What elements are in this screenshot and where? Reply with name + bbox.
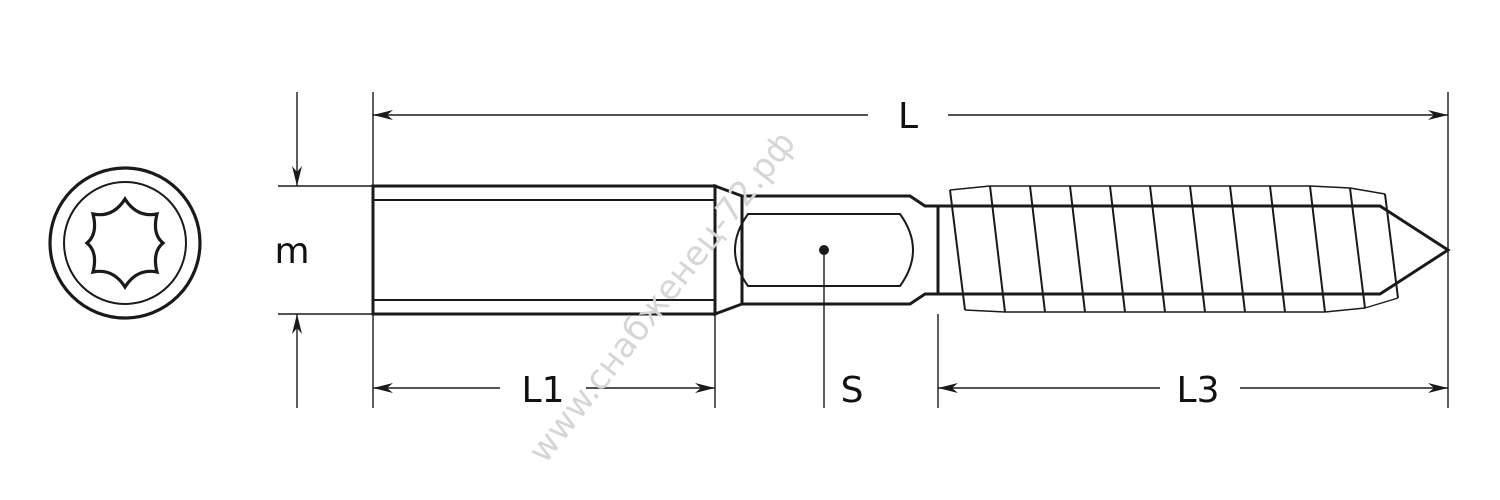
extension-lines (278, 92, 1449, 408)
wood-thread (936, 185, 1451, 313)
label-length-3: L3 (1177, 370, 1220, 411)
label-diameter: m (274, 231, 309, 272)
label-section-s: S (841, 370, 864, 411)
dimension-lines (292, 92, 1448, 408)
label-total-length: L (898, 96, 918, 137)
torx-drive-icon (48, 166, 202, 320)
label-length-1: L1 (522, 370, 565, 411)
